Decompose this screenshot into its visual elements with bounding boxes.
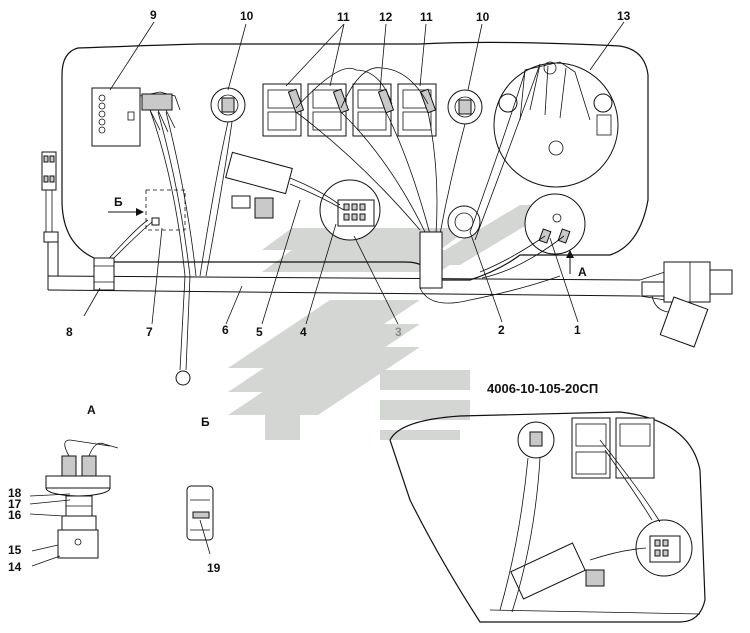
callout-5: 5 — [256, 325, 263, 339]
callout-19: 19 — [207, 561, 221, 575]
instrument-panel-outline — [61, 41, 649, 281]
arrow-b-label: Б — [114, 195, 123, 209]
callout-11-left: 11 — [337, 10, 350, 24]
callout-4: 4 — [300, 325, 307, 339]
warning-light-block — [91, 87, 181, 147]
inset-detail — [389, 411, 706, 623]
view-a-label: А — [87, 403, 96, 417]
callout-16: 16 — [8, 508, 22, 522]
view-b-label: Б — [201, 415, 210, 429]
lamp-socket-right — [447, 89, 483, 125]
switch-block-left — [262, 83, 437, 137]
callout-10-left: 10 — [240, 9, 254, 23]
view-arrows — [108, 208, 574, 274]
callout-7: 7 — [146, 325, 153, 339]
callout-13: 13 — [617, 9, 631, 23]
connector-region-b — [145, 189, 186, 231]
callout-17: 17 — [8, 497, 22, 511]
callout-3: 3 — [395, 325, 402, 339]
callout-2: 2 — [498, 323, 505, 337]
left-connector — [41, 151, 59, 243]
document-code: 4006-10-105-20СП — [487, 381, 598, 396]
arrow-a-label: А — [578, 265, 587, 279]
wire-bundles — [103, 63, 565, 386]
callout-6: 6 — [222, 323, 229, 337]
gauge-cluster — [493, 61, 619, 188]
detail-view-a — [29, 439, 119, 567]
center-socket — [447, 205, 481, 239]
round-connector — [319, 179, 381, 241]
grommet — [93, 257, 115, 291]
callout-14: 14 — [8, 560, 22, 574]
callout-10-right: 10 — [476, 10, 490, 24]
callout-18: 18 — [8, 486, 22, 500]
right-connector — [639, 261, 733, 348]
plug-connector — [225, 151, 293, 219]
callout-15: 15 — [8, 543, 22, 557]
leader-lines — [83, 21, 625, 325]
callout-9: 9 — [150, 8, 157, 22]
lamp-socket-left — [210, 87, 246, 123]
lower-gauge — [524, 193, 586, 255]
callout-12: 12 — [379, 10, 393, 24]
watermark-logo — [228, 205, 560, 440]
callout-8: 8 — [66, 325, 73, 339]
callout-1: 1 — [574, 323, 581, 337]
main-harness — [47, 236, 641, 297]
callout-11-right: 11 — [420, 10, 433, 24]
detail-view-b — [186, 485, 214, 555]
